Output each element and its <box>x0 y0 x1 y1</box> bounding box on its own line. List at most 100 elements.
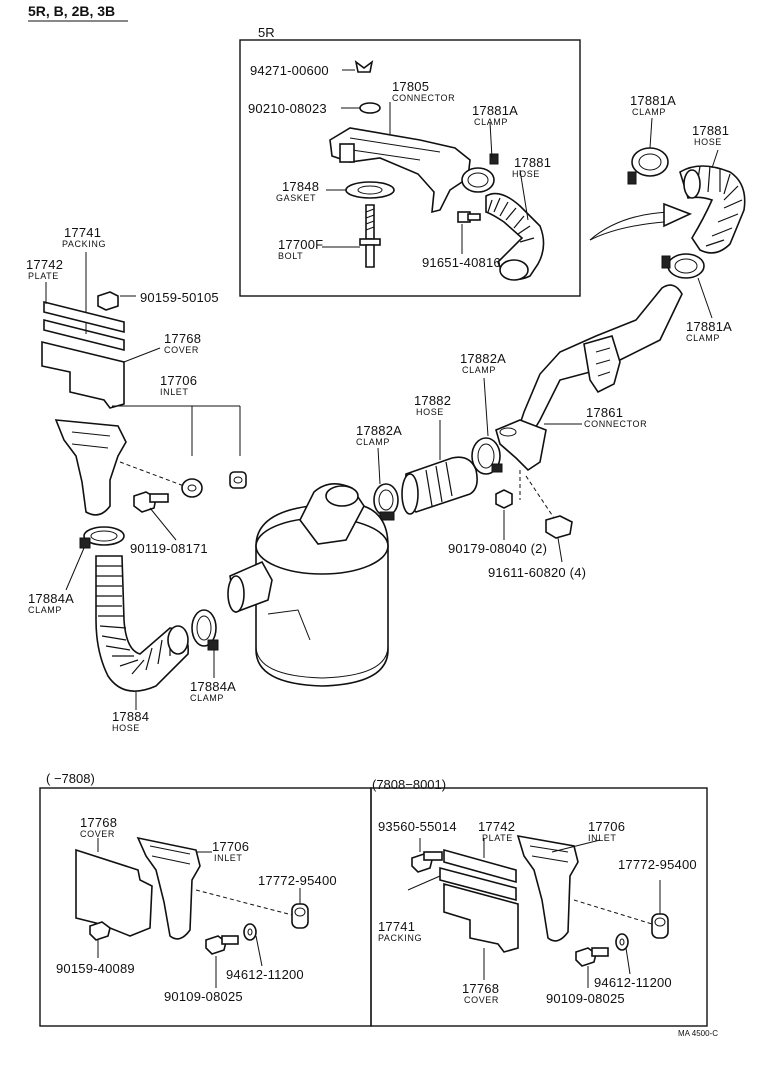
connector-17805 <box>329 102 471 214</box>
label-90109-08025-left: 90109-08025 <box>164 989 243 1004</box>
label-17768-right: 17768 <box>462 981 500 996</box>
clamp-17881a-top-right <box>627 117 669 185</box>
packing-17741-right <box>407 866 517 902</box>
label-17742-right-desc: PLATE <box>482 833 513 843</box>
cover-17768-right <box>443 882 519 980</box>
label-90159-40089: 90159-40089 <box>56 961 135 976</box>
nut-90179-08040 <box>495 489 513 540</box>
label-17706-right-desc: INLET <box>588 833 617 843</box>
label-17861-desc: CONNECTOR <box>584 419 648 429</box>
clamp-17884a-left-upper <box>65 526 125 591</box>
label-17884a-right-desc: CLAMP <box>190 693 225 703</box>
bolt-90109-08025-right <box>575 947 609 988</box>
bolt-90159-50105 <box>97 291 136 311</box>
label-17882a-lower: 17882A <box>356 423 403 438</box>
label-17884a-left: 17884A <box>28 591 75 606</box>
label-17884a-right: 17884A <box>190 679 237 694</box>
washer-94612-11200-right <box>615 933 631 975</box>
label-17768-left-desc: COVER <box>80 829 116 839</box>
inset-5r-box <box>239 39 581 297</box>
dash-connector-bolt <box>525 475 555 519</box>
hose-17881-inset <box>485 169 545 281</box>
label-17881a-lower-desc: CLAMP <box>686 333 721 343</box>
label-17881a-inset-desc: CLAMP <box>474 117 509 127</box>
label-17706-top: 17706 <box>160 373 198 388</box>
label-17881a-top-desc: CLAMP <box>632 107 667 117</box>
label-90179-08040: 90179-08040 (2) <box>448 541 548 556</box>
inlet-17706-right <box>516 834 601 942</box>
label-94271-00600: 94271-00600 <box>250 63 329 78</box>
label-17805: 17805 <box>392 79 430 94</box>
diagram-code: MA 4500-C <box>678 1029 719 1038</box>
label-17882a-upper: 17882A <box>460 351 507 366</box>
label-17881a-top: 17881A <box>630 93 677 108</box>
cover-17768-left <box>75 838 153 937</box>
section-right-title: (7808−8001) <box>372 777 447 792</box>
wing-nut-94271-00600 <box>342 60 374 73</box>
label-91611-60820: 91611-60820 (4) <box>488 565 587 580</box>
clamp-17882a-upper <box>471 377 503 475</box>
inset-model-label: 5R <box>258 25 275 40</box>
label-17882: 17882 <box>414 393 452 408</box>
bolt-91651-40816 <box>457 211 481 254</box>
direction-arrow <box>589 202 693 241</box>
clamp-17884a-right-lower <box>191 609 219 678</box>
section-left-title: ( −7808) <box>46 771 95 786</box>
label-17768-top-desc: COVER <box>164 345 200 355</box>
bolt-91611-60820 <box>545 515 573 563</box>
plate-17742-right <box>443 838 517 884</box>
connector-pipe-17861 <box>495 284 683 472</box>
label-94612-11200-left: 94612-11200 <box>226 967 304 982</box>
label-17706-top-desc: INLET <box>160 387 189 397</box>
label-17706-right: 17706 <box>588 819 626 834</box>
label-17741-desc: PACKING <box>62 239 107 249</box>
bolt-90109-08025-left <box>205 935 239 988</box>
inlet-17706-left <box>136 836 212 940</box>
label-17848: 17848 <box>282 179 320 194</box>
label-17741: 17741 <box>64 225 102 240</box>
label-17772-95400-left: 17772-95400 <box>258 873 337 888</box>
label-90119-08171: 90119-08171 <box>130 541 208 556</box>
hose-17882 <box>401 420 478 515</box>
label-17742: 17742 <box>26 257 64 272</box>
section-right-box <box>370 787 708 1027</box>
air-cleaner-body <box>227 483 389 687</box>
label-90210-08023: 90210-08023 <box>248 101 327 116</box>
label-17882-desc: HOSE <box>416 407 444 417</box>
label-90109-08025-right: 90109-08025 <box>546 991 625 1006</box>
label-17881-inset-desc: HOSE <box>512 169 540 179</box>
plate-17742 <box>43 282 125 334</box>
models-header: 5R, B, 2B, 3B <box>28 3 116 19</box>
bolt-17700f <box>322 204 381 268</box>
label-17700f-desc: BOLT <box>278 251 304 261</box>
label-17772-95400-right: 17772-95400 <box>618 857 697 872</box>
cover-17768-top <box>41 340 161 409</box>
dash-inlet-bushing <box>119 461 185 487</box>
label-17881-right: 17881 <box>692 123 730 138</box>
clamp-17881a-right-lower <box>661 253 713 319</box>
label-17706-left: 17706 <box>212 839 250 854</box>
label-17882a-upper-desc: CLAMP <box>462 365 497 375</box>
hose-17881-right <box>679 149 746 254</box>
hose-17884 <box>95 555 189 710</box>
gasket-17848 <box>326 181 395 199</box>
label-17706-left-desc: INLET <box>214 853 243 863</box>
label-90159-50105: 90159-50105 <box>140 290 219 305</box>
label-17881a-lower: 17881A <box>686 319 733 334</box>
washer-94612-11200-left <box>243 923 263 967</box>
bushing-17706-b <box>229 471 247 489</box>
bushing-17772-95400-right <box>651 880 669 939</box>
bolt-90119-08171 <box>133 491 177 541</box>
label-17700f: 17700F <box>278 237 324 252</box>
label-94612-11200-right: 94612-11200 <box>594 975 672 990</box>
label-17768-top: 17768 <box>164 331 202 346</box>
bolt-93560-55014 <box>411 838 443 873</box>
label-17742-desc: PLATE <box>28 271 59 281</box>
label-17768-right-desc: COVER <box>464 995 500 1005</box>
label-17742-right: 17742 <box>478 819 516 834</box>
label-91651-40816: 91651-40816 <box>422 255 501 270</box>
label-17881-inset: 17881 <box>514 155 552 170</box>
bushing-17772-95400-left <box>291 888 309 929</box>
clamp-17881a-inset <box>461 121 499 193</box>
